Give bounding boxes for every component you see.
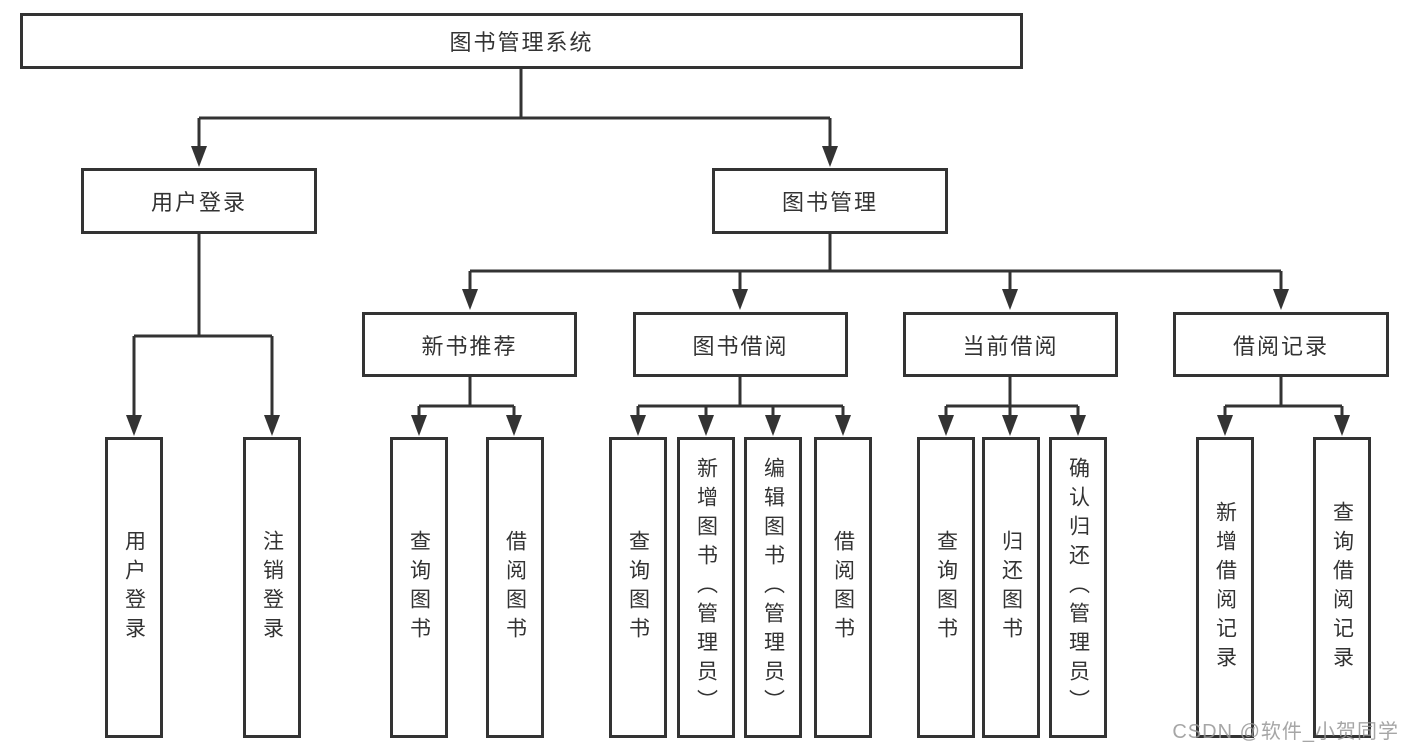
leaf-query-book-current: 查询图书	[917, 437, 975, 738]
connector-user-login-children	[132, 234, 274, 419]
leaf-edit-book-admin: 编辑图书（管理员）	[744, 437, 802, 738]
arrow-icon	[126, 415, 142, 436]
root-node-library-system: 图书管理系统	[20, 13, 1023, 69]
leaf-label: 新增图书（管理员）	[694, 457, 718, 718]
node-book-borrow: 图书借阅	[633, 312, 848, 377]
branch-user-login: 用户登录	[81, 168, 317, 234]
arrow-icon	[1002, 415, 1018, 436]
arrow-icon	[462, 289, 478, 310]
arrowheads	[126, 146, 1350, 436]
connector-new-book-children	[417, 377, 516, 419]
leaf-label: 编辑图书（管理员）	[761, 457, 785, 718]
leaf-user-login: 用户登录	[105, 437, 163, 738]
leaf-add-book-admin: 新增图书（管理员）	[677, 437, 735, 738]
arrow-icon	[191, 146, 207, 167]
leaf-borrow-book-recommend: 借阅图书	[486, 437, 544, 738]
leaf-label: 新增借阅记录	[1213, 500, 1237, 675]
arrow-icon	[1273, 289, 1289, 310]
leaf-add-borrow-record: 新增借阅记录	[1196, 437, 1254, 738]
arrow-icon	[506, 415, 522, 436]
branch-book-management: 图书管理	[712, 168, 948, 234]
arrow-icon	[698, 415, 714, 436]
leaf-label: 用户登录	[122, 529, 146, 646]
node-borrow-records: 借阅记录	[1173, 312, 1389, 377]
leaf-label: 查询借阅记录	[1330, 500, 1354, 675]
connector-root-to-level2	[197, 69, 832, 150]
arrow-icon	[1217, 415, 1233, 436]
arrow-icon	[1070, 415, 1086, 436]
arrow-icon	[835, 415, 851, 436]
leaf-label: 借阅图书	[831, 529, 855, 646]
leaf-query-book-borrow: 查询图书	[609, 437, 667, 738]
csdn-watermark: CSDN @软件_小贺同学	[1172, 721, 1399, 743]
arrow-icon	[765, 415, 781, 436]
leaf-borrow-book: 借阅图书	[814, 437, 872, 738]
leaf-confirm-return-admin: 确认归还（管理员）	[1049, 437, 1107, 738]
connector-book-borrow-children	[636, 377, 845, 419]
leaf-label: 注销登录	[260, 529, 284, 646]
arrow-icon	[732, 289, 748, 310]
leaf-label: 确认归还（管理员）	[1066, 457, 1090, 718]
leaf-query-borrow-record: 查询借阅记录	[1313, 437, 1371, 738]
arrow-icon	[938, 415, 954, 436]
arrow-icon	[1002, 289, 1018, 310]
arrow-icon	[411, 415, 427, 436]
node-new-book-recommend: 新书推荐	[362, 312, 577, 377]
leaf-query-book-recommend: 查询图书	[390, 437, 448, 738]
leaf-label: 归还图书	[999, 529, 1023, 646]
arrow-icon	[822, 146, 838, 167]
leaf-label: 借阅图书	[503, 529, 527, 646]
connector-current-borrow-children	[944, 377, 1080, 419]
connector-borrow-record-children	[1223, 377, 1344, 419]
arrow-icon	[264, 415, 280, 436]
leaf-label: 查询图书	[934, 529, 958, 646]
arrow-icon	[1334, 415, 1350, 436]
arrow-icon	[630, 415, 646, 436]
connector-book-management-children	[468, 234, 1283, 293]
leaf-logout: 注销登录	[243, 437, 301, 738]
leaf-return-book: 归还图书	[982, 437, 1040, 738]
node-current-borrow: 当前借阅	[903, 312, 1118, 377]
leaf-label: 查询图书	[407, 529, 431, 646]
leaf-label: 查询图书	[626, 529, 650, 646]
